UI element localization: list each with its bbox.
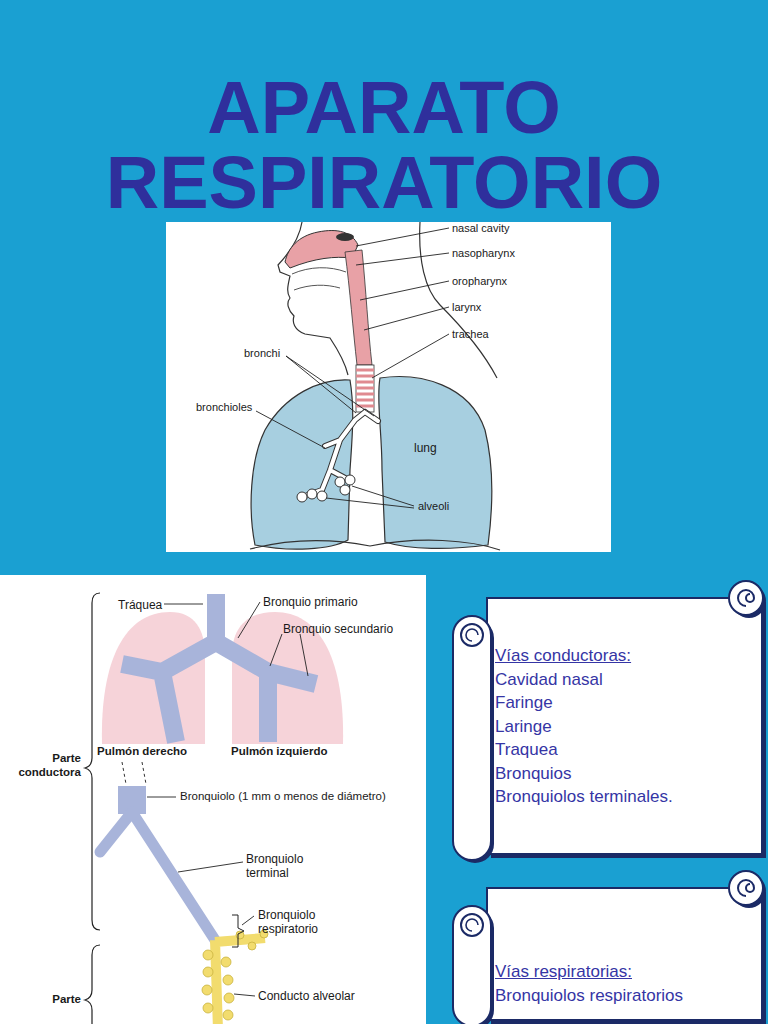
alveolus bbox=[307, 489, 317, 499]
nasal-dark-area bbox=[336, 233, 354, 241]
alveolus bbox=[236, 931, 244, 939]
respiratory-bronchiole bbox=[215, 938, 265, 1024]
list-heading: Vías conductoras: bbox=[447, 644, 768, 668]
part-label: bronchioles bbox=[196, 401, 252, 414]
dashed-lines bbox=[122, 762, 146, 784]
bronchial-tree-outline bbox=[305, 412, 378, 496]
alveolus bbox=[221, 957, 231, 967]
scroll-roll bbox=[453, 906, 491, 1024]
list-heading: Vías respiratorias: bbox=[447, 960, 768, 984]
trachea-rings bbox=[356, 370, 374, 406]
scroll-curl bbox=[729, 871, 763, 905]
list-item: Traquea bbox=[447, 738, 768, 762]
region-label: Pulmón izquierdo bbox=[231, 745, 327, 759]
alveolus bbox=[203, 1003, 213, 1013]
left-lung bbox=[379, 377, 492, 549]
part-label: nasopharynx bbox=[452, 247, 515, 260]
scroll-roll-end bbox=[461, 624, 483, 646]
list-item: Bronquiolos respiratorios bbox=[447, 984, 768, 1008]
list-item: Bronquiolos terminales. bbox=[447, 785, 768, 809]
alveolus bbox=[203, 950, 213, 960]
scroll-curl-spiral bbox=[738, 880, 754, 896]
pharynx bbox=[345, 250, 372, 365]
scroll-curl bbox=[729, 581, 763, 615]
alveolus bbox=[223, 975, 233, 985]
mouth-outline bbox=[292, 268, 346, 290]
bronchial-tree bbox=[305, 412, 378, 496]
bronchiole-branches bbox=[100, 812, 215, 940]
list-item: Faringe bbox=[447, 691, 768, 715]
bronchial-tree bbox=[122, 594, 316, 742]
alveolus bbox=[297, 492, 307, 502]
part-label: larynx bbox=[452, 301, 481, 314]
page-title: APARATO RESPIRATORIO bbox=[34, 70, 734, 220]
alveolus bbox=[340, 485, 350, 495]
part-label: Bronquiolo terminal bbox=[246, 852, 318, 880]
leader-lines bbox=[256, 228, 449, 508]
part-label: trachea bbox=[452, 328, 489, 341]
scroll-roll-spiral bbox=[466, 919, 478, 931]
list-item: Bronquios bbox=[447, 762, 768, 786]
region-label: Pulmón derecho bbox=[97, 745, 187, 759]
alveolus bbox=[203, 967, 213, 977]
alveolus bbox=[202, 985, 212, 995]
part-label: oropharynx bbox=[452, 275, 507, 288]
scroll-box: Vías conductoras:Cavidad nasalFaringeLar… bbox=[447, 578, 768, 862]
bracket bbox=[85, 593, 100, 930]
part-label: Bronquio secundario bbox=[283, 622, 393, 636]
part-label: lung bbox=[414, 441, 437, 455]
list-item: Laringe bbox=[447, 715, 768, 739]
part-label: Tráquea bbox=[118, 598, 162, 612]
part-label: Bronquiolo (1 mm o menos de diámetro) bbox=[180, 790, 386, 804]
alveolus bbox=[223, 1010, 233, 1020]
part-label: Bronquio primario bbox=[263, 595, 358, 609]
region-label: Parte conductora bbox=[3, 752, 81, 779]
scroll-roll-end bbox=[461, 914, 483, 936]
bracket bbox=[232, 915, 244, 947]
part-label: Bronquiolo respiratorio bbox=[258, 908, 338, 936]
scroll-curl-spiral bbox=[738, 590, 754, 606]
neck-outline bbox=[420, 222, 497, 378]
bracket bbox=[85, 945, 100, 1024]
part-label: nasal cavity bbox=[452, 222, 509, 235]
list-item: Cavidad nasal bbox=[447, 668, 768, 692]
scroll-box: Vías respiratorias:Bronquiolos respirato… bbox=[447, 868, 768, 1024]
image-panel bbox=[0, 575, 426, 1024]
scroll-roll-spiral bbox=[466, 629, 478, 641]
alveolus bbox=[317, 491, 327, 501]
diaphragm bbox=[250, 540, 500, 550]
part-label: bronchi bbox=[244, 347, 280, 360]
part-label: alveoli bbox=[418, 500, 449, 513]
part-label: Conducto alveolar bbox=[258, 989, 355, 1003]
right-lung bbox=[251, 380, 353, 549]
alveolus bbox=[224, 993, 234, 1003]
image-panel bbox=[166, 222, 611, 552]
region-label: Parte bbox=[3, 993, 81, 1007]
scroll-roll bbox=[453, 616, 491, 860]
trachea-shape bbox=[356, 365, 374, 412]
alveolus bbox=[345, 475, 355, 485]
alveolus bbox=[248, 942, 256, 950]
